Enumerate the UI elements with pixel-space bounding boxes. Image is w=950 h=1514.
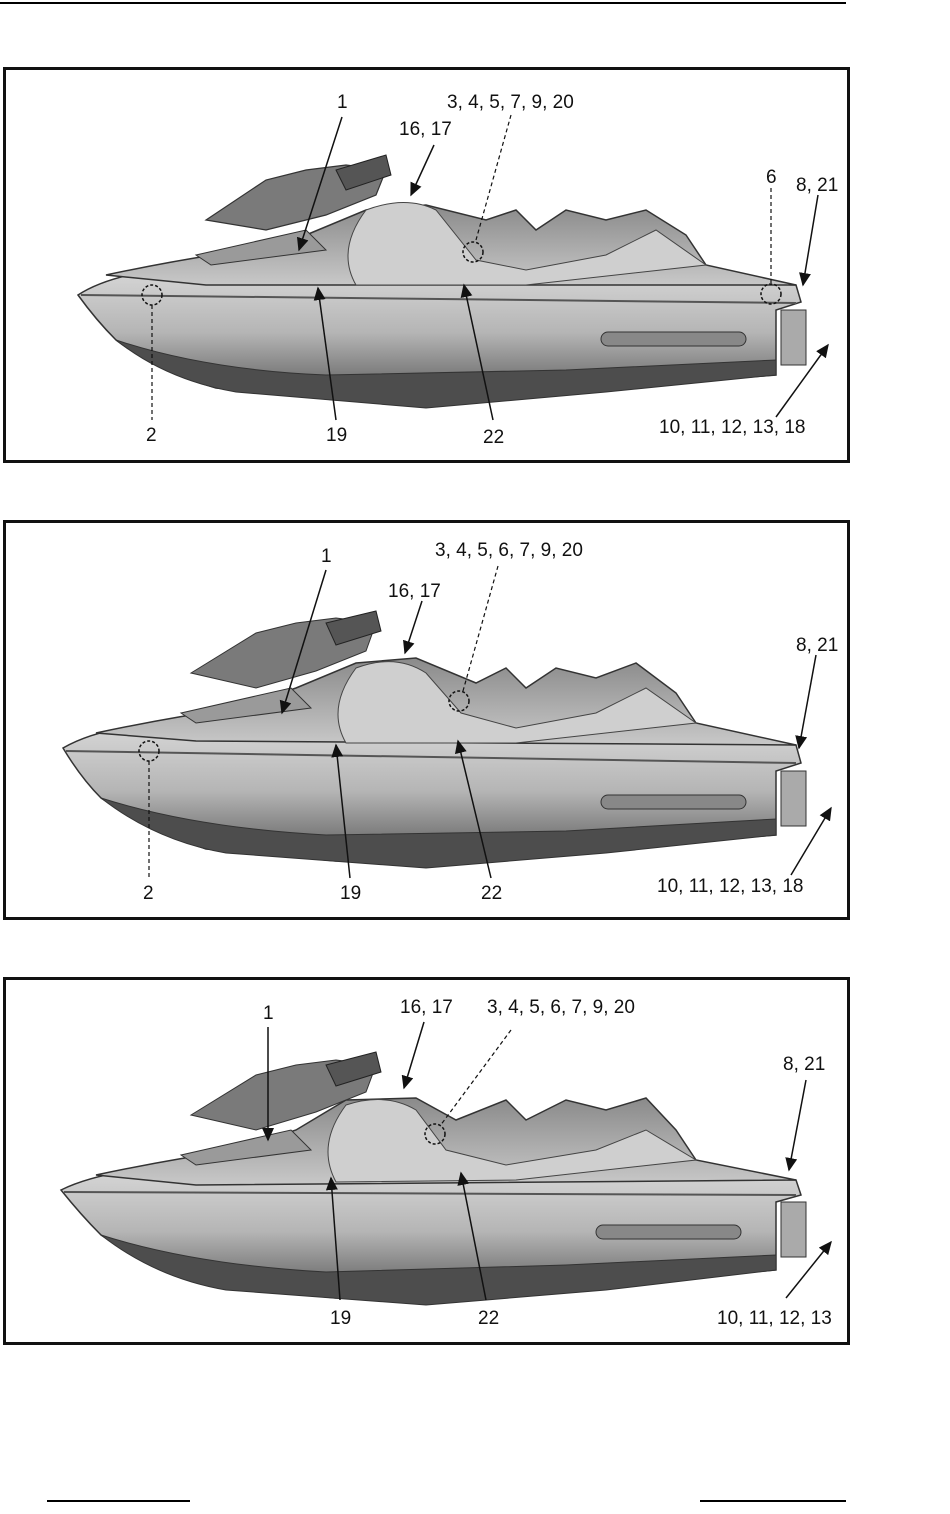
callout-label: 2: [146, 426, 157, 445]
callout-label: 1: [337, 93, 348, 112]
callout-label: 3, 4, 5, 6, 7, 9, 20: [487, 998, 635, 1017]
callout-label: 10, 11, 12, 13, 18: [657, 877, 804, 896]
callout-label: 10, 11, 12, 13: [717, 1309, 832, 1328]
callout-label: 3, 4, 5, 7, 9, 20: [447, 93, 574, 112]
callout-label: 8, 21: [796, 636, 838, 655]
top-rule: [0, 2, 846, 4]
callout-label: 19: [340, 884, 361, 903]
callout-label: 22: [478, 1309, 499, 1328]
diagram-panel-3: 1 16, 17 3, 4, 5, 6, 7, 9, 20 8, 21 19 2…: [3, 977, 850, 1345]
callout-label: 1: [263, 1004, 274, 1023]
callout-label: 22: [481, 884, 502, 903]
callout-label: 1: [321, 547, 332, 566]
diagram-panel-1: 1 3, 4, 5, 7, 9, 20 16, 17 6 8, 21 2 19 …: [3, 67, 850, 463]
callout-label: 3, 4, 5, 6, 7, 9, 20: [435, 541, 583, 560]
bottom-left-rule: [47, 1500, 190, 1502]
callout-label: 22: [483, 428, 504, 447]
callout-label: 6: [766, 168, 777, 187]
diagram-panel-2: 1 3, 4, 5, 6, 7, 9, 20 16, 17 8, 21 2 19…: [3, 520, 850, 920]
bottom-right-rule: [700, 1500, 846, 1502]
callout-label: 19: [330, 1309, 351, 1328]
callout-label: 16, 17: [399, 120, 452, 139]
callout-label: 2: [143, 884, 154, 903]
callout-label: 8, 21: [783, 1055, 825, 1074]
callout-label: 10, 11, 12, 13, 18: [659, 418, 806, 437]
callout-label: 16, 17: [388, 582, 441, 601]
watercraft-illustration-3: [6, 980, 850, 1345]
callout-label: 19: [326, 426, 347, 445]
callout-label: 16, 17: [400, 998, 453, 1017]
callout-label: 8, 21: [796, 176, 838, 195]
